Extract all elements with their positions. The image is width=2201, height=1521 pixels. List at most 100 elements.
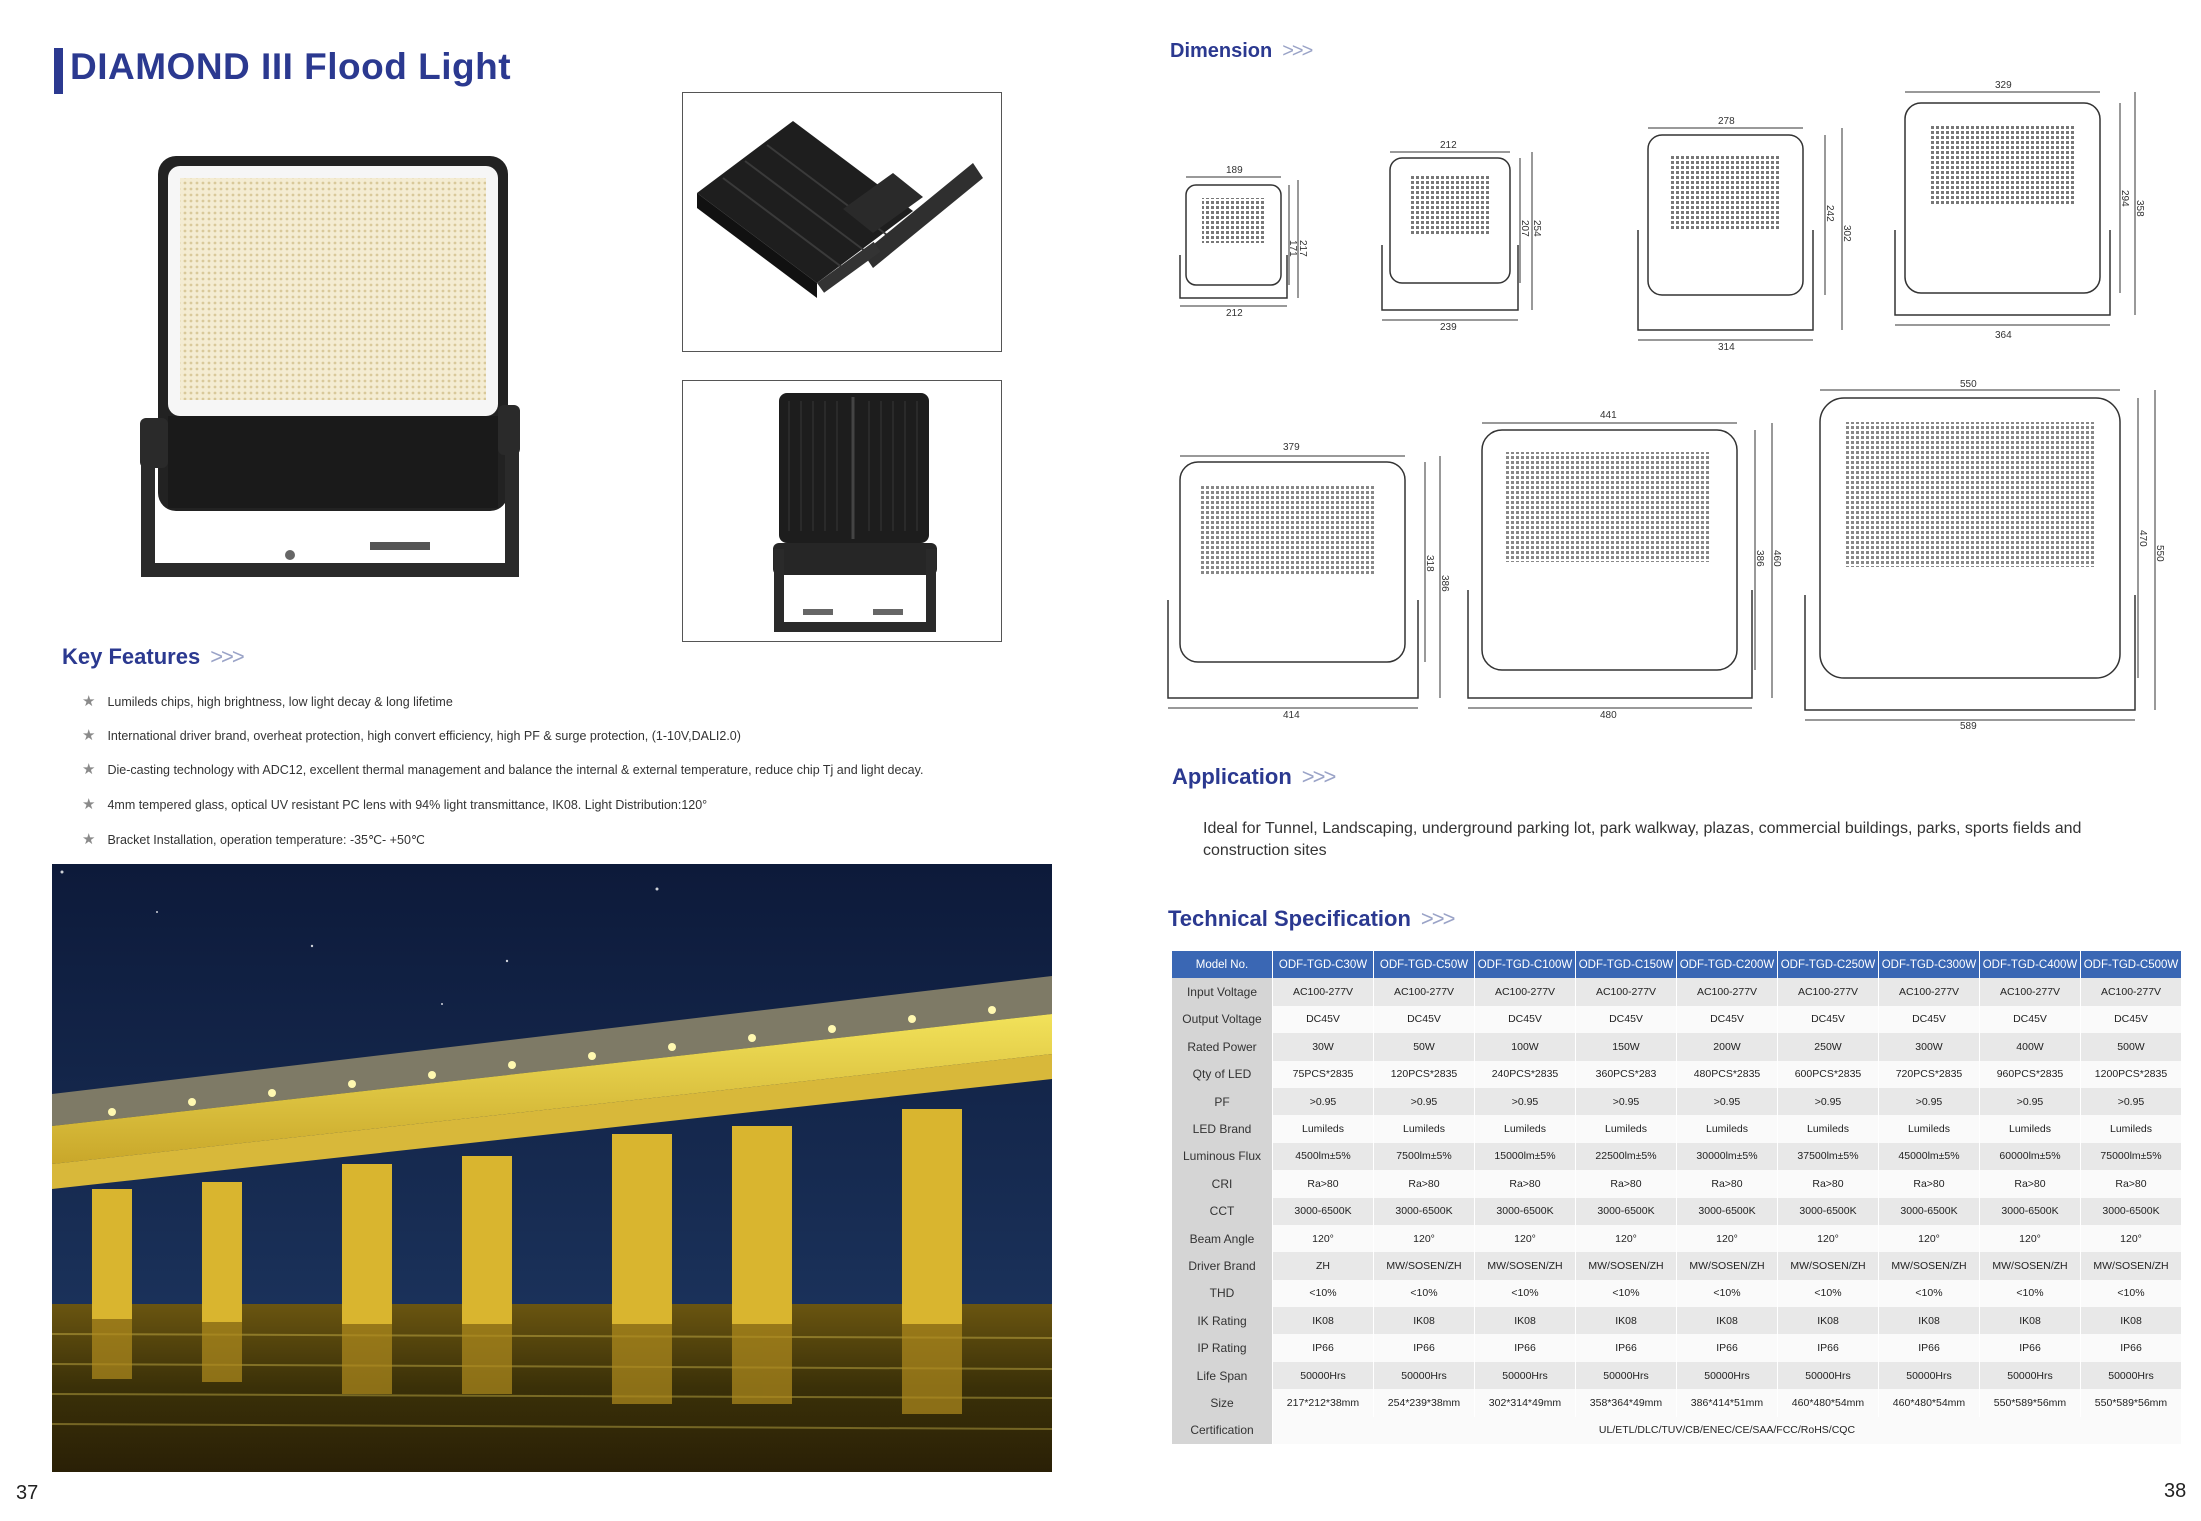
spec-cell: ZH [1272, 1252, 1374, 1280]
dim-label: 314 [1718, 342, 1735, 353]
spec-cell: 50000Hrs [1474, 1361, 1576, 1390]
spec-cell: 460*480*54mm [1777, 1389, 1879, 1417]
spec-cell: 600PCS*2835 [1777, 1060, 1879, 1088]
spec-cell: >0.95 [1474, 1087, 1576, 1116]
spec-row-label: Life Span [1172, 1361, 1273, 1390]
spec-cell: 100W [1474, 1033, 1576, 1061]
dim-label: 217 [1297, 240, 1308, 257]
spec-cell: 50W [1373, 1033, 1475, 1061]
page-number-left: 37 [16, 1482, 39, 1504]
spec-cell: 7500lm±5% [1373, 1142, 1475, 1171]
dim-label: 460 [1771, 550, 1782, 567]
spec-model-cell: ODF-TGD-C250W [1777, 951, 1879, 979]
spec-cell: 360PCS*283 [1575, 1060, 1677, 1088]
key-features-heading: Key Features>>> [62, 644, 245, 669]
spec-cell: <10% [1878, 1279, 1980, 1308]
spec-model-cell: ODF-TGD-C100W [1474, 951, 1576, 979]
spec-cell: >0.95 [1373, 1087, 1475, 1116]
spec-cell: Ra>80 [1979, 1170, 2081, 1198]
dimension-unit-2: 212 239 207 254 [1381, 140, 1542, 333]
dim-label: 207 [1519, 220, 1530, 237]
spec-cell: MW/SOSEN/ZH [1979, 1252, 2081, 1280]
spec-cell: 3000-6500K [1676, 1197, 1778, 1225]
dim-label: 379 [1283, 442, 1300, 453]
dimension-heading: Dimension>>> [1170, 40, 1313, 62]
spec-cell: <10% [1272, 1279, 1374, 1308]
spec-cell: 217*212*38mm [1272, 1389, 1374, 1417]
spec-cell: IK08 [1373, 1307, 1475, 1335]
spec-cell: Lumileds [2080, 1115, 2182, 1143]
spec-cell: Lumileds [1979, 1115, 2081, 1143]
spec-cell: DC45V [1979, 1005, 2081, 1034]
spec-cell: 4500lm±5% [1272, 1142, 1374, 1171]
spec-row-label: Luminous Flux [1172, 1142, 1273, 1171]
dim-label: 294 [2119, 190, 2130, 207]
spec-cell: IK08 [2080, 1307, 2182, 1335]
feature-item: ★Lumileds chips, high brightness, low li… [82, 693, 453, 710]
spec-cell: IP66 [1474, 1334, 1576, 1362]
dim-label: 189 [1226, 165, 1243, 176]
dim-label: 171 [1287, 240, 1298, 257]
star-icon: ★ [82, 761, 96, 778]
spec-cell: AC100-277V [1474, 978, 1576, 1006]
spec-cell: <10% [1777, 1279, 1879, 1308]
dimension-drawings-row2: 379 414 318 386 441 480 386 460 550 589 … [1167, 379, 2165, 732]
dim-label: 480 [1600, 710, 1617, 721]
spec-cell: MW/SOSEN/ZH [1777, 1252, 1879, 1280]
spec-cell: 30000lm±5% [1676, 1142, 1778, 1171]
spec-cell: 37500lm±5% [1777, 1142, 1879, 1171]
spec-model-cell: ODF-TGD-C30W [1272, 951, 1374, 979]
application-heading: Application>>> [1172, 764, 1336, 789]
spec-cell: 120° [1777, 1224, 1879, 1253]
spec-cell: 60000lm±5% [1979, 1142, 2081, 1171]
spec-cell: 120° [1474, 1224, 1576, 1253]
star-icon: ★ [82, 796, 96, 813]
spec-cell: >0.95 [1777, 1087, 1879, 1116]
spec-cell: IP66 [1272, 1334, 1374, 1362]
spec-cell: 120° [1979, 1224, 2081, 1253]
spec-cell: IP66 [1676, 1334, 1778, 1362]
spec-cell: IP66 [1777, 1334, 1879, 1362]
dim-label: 364 [1995, 330, 2012, 341]
product-front-image [140, 156, 520, 577]
spec-cell: 250W [1777, 1033, 1879, 1061]
spec-cell: 300W [1878, 1033, 1980, 1061]
spec-cell: Ra>80 [1373, 1170, 1475, 1198]
spec-cell: 1200PCS*2835 [2080, 1060, 2182, 1088]
feature-item: ★Bracket Installation, operation tempera… [82, 831, 425, 848]
spec-row-label: Size [1172, 1389, 1273, 1417]
spec-cell: 3000-6500K [1474, 1197, 1576, 1225]
spec-cell: >0.95 [1878, 1087, 1980, 1116]
spec-row-label: CCT [1172, 1197, 1273, 1225]
application-text: Ideal for Tunnel, Landscaping, undergrou… [1203, 820, 2082, 859]
star-icon: ★ [82, 727, 96, 744]
spec-cell: 50000Hrs [1979, 1361, 2081, 1390]
spec-model-cell: ODF-TGD-C400W [1979, 951, 2081, 979]
spec-cell: 120° [1373, 1224, 1475, 1253]
dimension-unit-3: 278 314 242 302 [1637, 116, 1852, 353]
spec-cell: >0.95 [1979, 1087, 2081, 1116]
dim-label: 386 [1439, 575, 1450, 592]
spec-cell: 3000-6500K [1272, 1197, 1374, 1225]
spec-cell: DC45V [2080, 1005, 2182, 1034]
dimension-unit-7: 550 589 470 550 [1804, 379, 2165, 732]
spec-cell: 50000Hrs [1878, 1361, 1980, 1390]
spec-cell: 550*589*56mm [2080, 1389, 2182, 1417]
spec-cell: Lumileds [1777, 1115, 1879, 1143]
spec-cell: 386*414*51mm [1676, 1389, 1778, 1417]
product-angled-image [697, 121, 983, 298]
spec-cell: 50000Hrs [1272, 1361, 1374, 1390]
spec-cell: 120° [1878, 1224, 1980, 1253]
spec-cell: 120PCS*2835 [1373, 1060, 1475, 1088]
spec-cell: 75PCS*2835 [1272, 1060, 1374, 1088]
spec-row-label: LED Brand [1172, 1115, 1273, 1143]
spec-cell: <10% [1979, 1279, 2081, 1308]
spec-row-label: Beam Angle [1172, 1224, 1273, 1253]
spec-cell: Lumileds [1474, 1115, 1576, 1143]
